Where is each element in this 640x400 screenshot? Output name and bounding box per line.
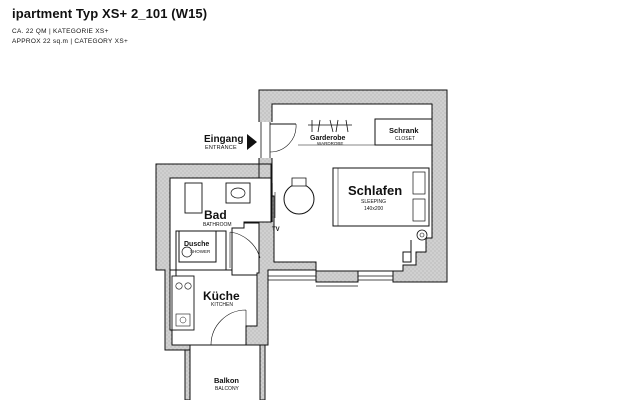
label-tv: TV [272, 227, 280, 233]
tv-unit [271, 183, 276, 222]
windows-bottom [268, 275, 393, 287]
label-kitchen: Küche [203, 289, 240, 303]
label-bathroom: Bad [204, 208, 227, 222]
label-closet-en: CLOSET [395, 136, 415, 142]
chair [291, 177, 307, 187]
label-shower-en: SHOWER [190, 249, 211, 254]
wall-notch [402, 240, 412, 263]
label-wardrobe: Garderobe [310, 135, 346, 142]
bath-door [229, 231, 261, 268]
label-sleeping-en: SLEEPING [361, 199, 386, 205]
label-sleeping: Schlafen [348, 183, 402, 198]
closet-box [374, 118, 433, 146]
subtitle-area-en: APPROX 22 sq.m | CATEGORY XS+ [12, 38, 129, 45]
kitchen-counter [171, 275, 195, 331]
bed [332, 167, 430, 227]
balcony-walls [184, 344, 266, 400]
subtitle-area-de: CA. 22 QM | KATEGORIE XS+ [12, 28, 109, 35]
label-bathroom-en: BATHROOM [203, 222, 232, 228]
label-wardrobe-en: WARDROBE [317, 141, 343, 146]
entrance-door [257, 122, 297, 158]
entrance-arrow-icon [247, 134, 257, 150]
label-entrance-en: ENTRANCE [205, 145, 237, 151]
wardrobe-hangers [308, 119, 352, 133]
label-balcony-en: BALCONY [215, 386, 240, 392]
kitchen-door [210, 309, 247, 346]
page-title: ipartment Typ XS+ 2_101 (W15) [12, 6, 208, 21]
label-shower: Dusche [184, 241, 209, 248]
lamp-icon [416, 229, 428, 241]
label-closet: Schrank [389, 126, 419, 135]
label-bed-size: 140x200 [364, 206, 383, 212]
round-table [283, 183, 315, 215]
label-kitchen-en: KITCHEN [211, 302, 233, 308]
bath-fixtures [178, 182, 251, 263]
label-balcony: Balkon [214, 376, 239, 385]
label-entrance: Eingang [204, 134, 243, 145]
